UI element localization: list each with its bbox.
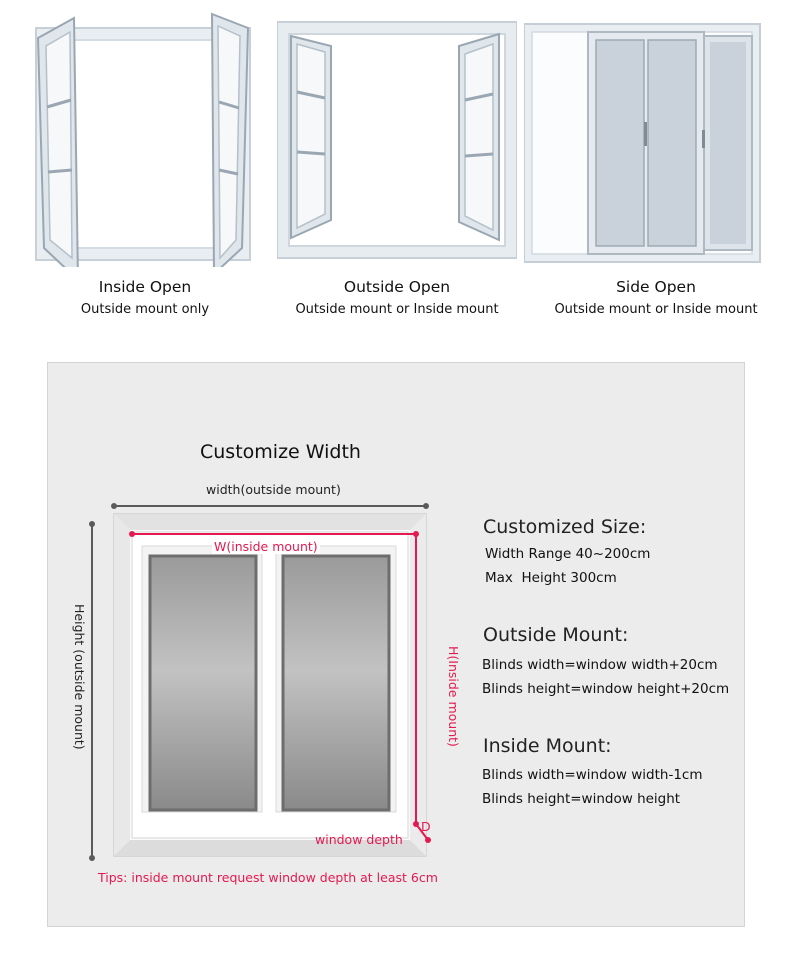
inside-width-formula: Blinds width=window width-1cm [482, 767, 703, 783]
window-type-subtitle: Outside mount only [80, 302, 210, 317]
width-range-text: Width Range 40~200cm [485, 546, 651, 562]
tips-prefix: Tips: [98, 870, 128, 885]
height-inside-label: H(Inside mount) [446, 646, 461, 747]
width-inside-label: W(inside mount) [212, 539, 320, 554]
window-type-title: Outside Open [343, 278, 451, 296]
window-image-side-open [523, 12, 764, 268]
window-type-subtitle: Outside mount or Inside mount [295, 302, 499, 317]
diagram-title: Customize Width [200, 441, 361, 463]
max-height-text: Max Height 300cm [485, 570, 617, 586]
window-type-title: Inside Open [98, 278, 192, 296]
inside-height-formula: Blinds height=window height [482, 791, 681, 807]
inside-mount-heading: Inside Mount: [483, 735, 612, 757]
window-image-outside-open [276, 12, 518, 266]
width-outside-label: width(outside mount) [206, 482, 341, 497]
window-measure-diagram [89, 503, 431, 861]
window-type-subtitle: Outside mount or Inside mount [554, 302, 758, 317]
tips-text: inside mount request window depth at lea… [127, 870, 438, 885]
outside-mount-heading: Outside Mount: [483, 624, 629, 646]
outside-width-formula: Blinds width=window width+20cm [482, 657, 718, 673]
height-outside-label: Height (outside mount) [72, 604, 87, 750]
outside-height-formula: Blinds height=window height+20cm [482, 681, 730, 697]
depth-marker: D [421, 819, 431, 834]
window-image-inside-open [28, 12, 268, 283]
customized-size-heading: Customized Size: [483, 516, 647, 538]
depth-label: window depth [315, 832, 403, 847]
window-type-title: Side Open [616, 278, 696, 296]
tips-line: Tips: inside mount request window depth … [98, 870, 438, 885]
